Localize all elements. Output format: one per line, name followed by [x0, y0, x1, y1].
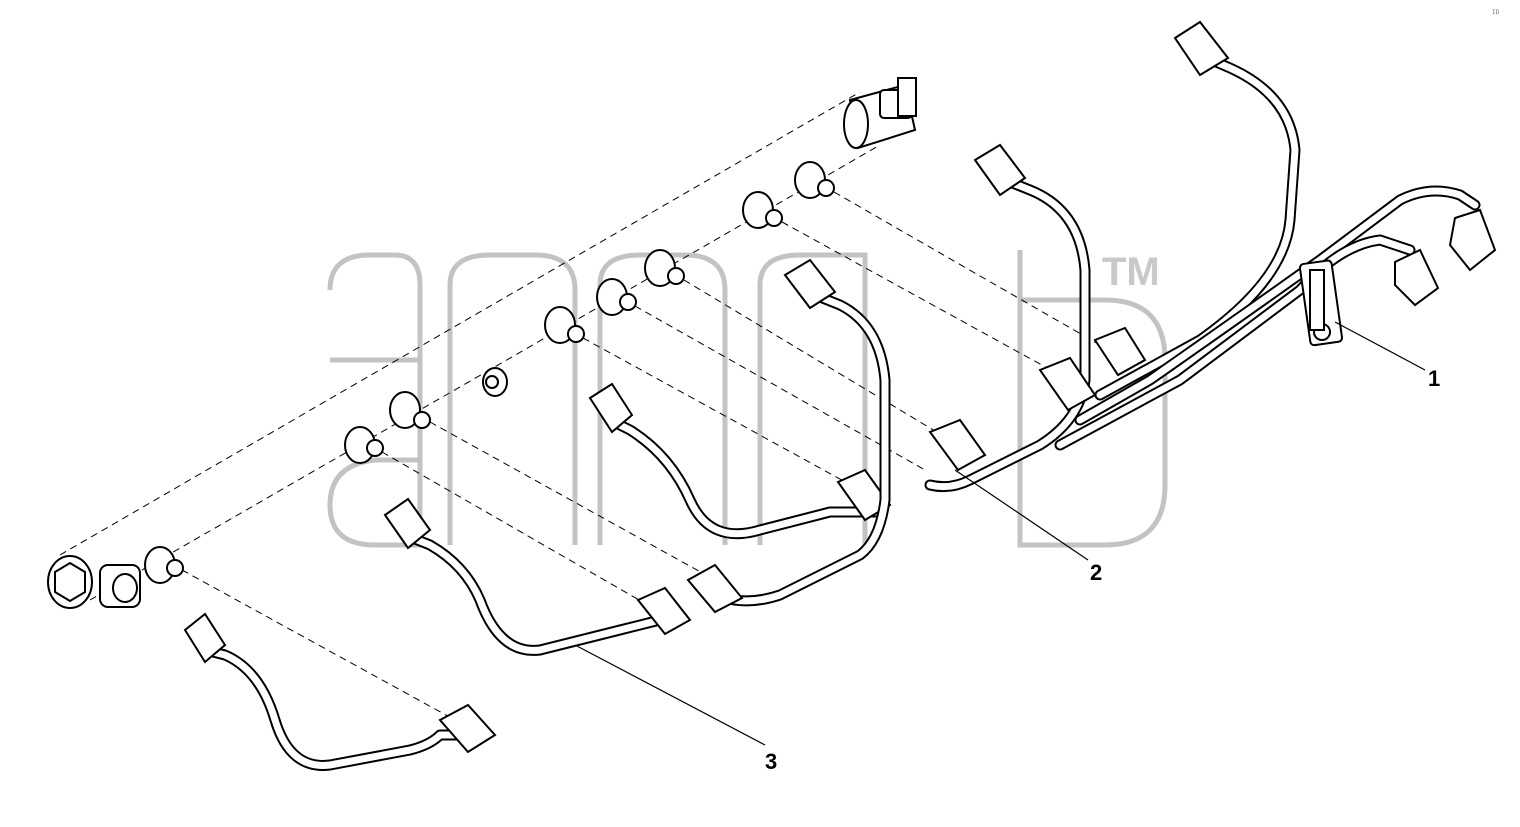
rail-end-plug [47, 555, 141, 609]
injection-pipe-1 [1038, 20, 1497, 451]
watermark-logo: TM [327, 250, 1168, 548]
injection-pipe-4 [383, 497, 692, 656]
callout-1-label: 1 [1428, 366, 1440, 391]
corner-mark: ID [1492, 9, 1500, 16]
pipe-clamp [1298, 259, 1344, 347]
fuel-rail [47, 77, 917, 609]
rail-outlet-ports [144, 161, 835, 584]
callout-3-label: 3 [765, 749, 777, 774]
callout-2-label: 2 [1090, 560, 1102, 585]
pressure-sensor [843, 77, 917, 150]
callout-2: 2 [954, 469, 1102, 585]
watermark-tm: TM [1102, 250, 1160, 294]
injection-pipe-3 [183, 612, 497, 771]
assembly-lines [181, 191, 1101, 721]
callout-1: 1 [1334, 321, 1440, 391]
callout-3: 3 [574, 644, 777, 774]
injection-pipe-2 [588, 143, 1091, 614]
